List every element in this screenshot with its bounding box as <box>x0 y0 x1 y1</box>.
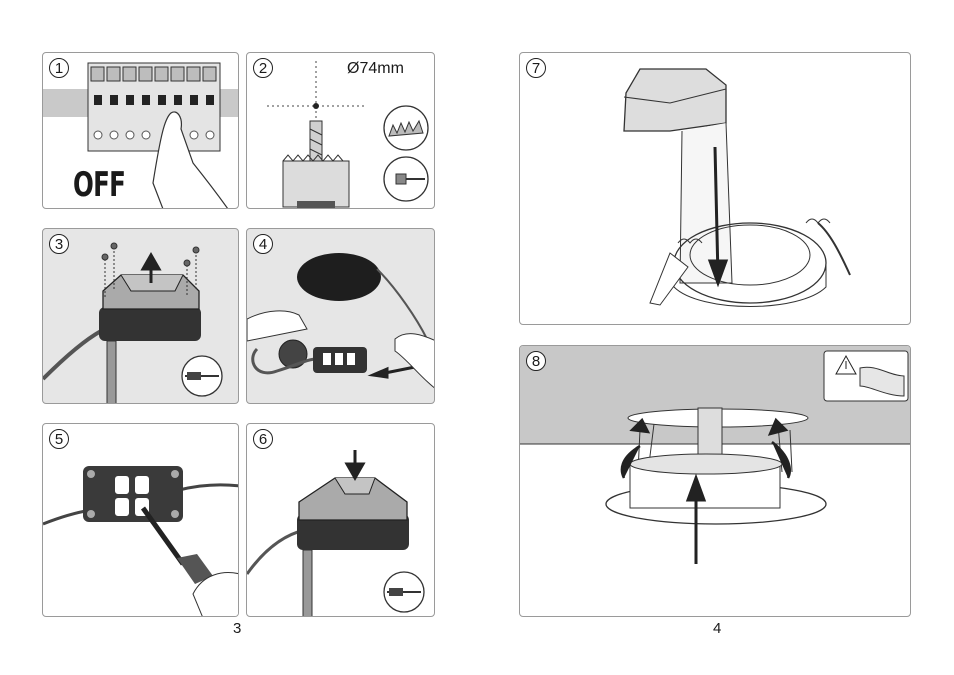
step-number: 2 <box>253 58 273 78</box>
step-8-panel: 8 <box>519 345 911 617</box>
page-number-left: 3 <box>233 620 241 637</box>
step-4-panel: 4 <box>246 228 435 404</box>
install-fixture-illustration <box>520 346 911 617</box>
step-1-panel: 1 OFF <box>42 52 239 209</box>
step-2-panel: 2 Ø74mm <box>246 52 435 209</box>
step-3-panel: 3 <box>42 228 239 404</box>
step-number: 7 <box>526 58 546 78</box>
off-label: OFF <box>73 165 125 205</box>
driver-box-open-illustration <box>43 229 239 404</box>
hole-saw-illustration <box>247 53 435 209</box>
step-number: 4 <box>253 234 273 254</box>
step-5-panel: 5 <box>42 423 239 617</box>
step-6-panel: 6 <box>246 423 435 617</box>
page-number-right: 4 <box>713 620 721 637</box>
step-7-panel: 7 <box>519 52 911 325</box>
step-number: 6 <box>253 429 273 449</box>
step-number: 5 <box>49 429 69 449</box>
tighten-terminal-illustration <box>43 424 239 617</box>
connect-wires-illustration <box>247 229 435 404</box>
insert-driver-illustration <box>520 53 911 325</box>
step-number: 1 <box>49 58 69 78</box>
step-number: 3 <box>49 234 69 254</box>
step-number: 8 <box>526 351 546 371</box>
driver-box-closed-illustration <box>247 424 435 617</box>
